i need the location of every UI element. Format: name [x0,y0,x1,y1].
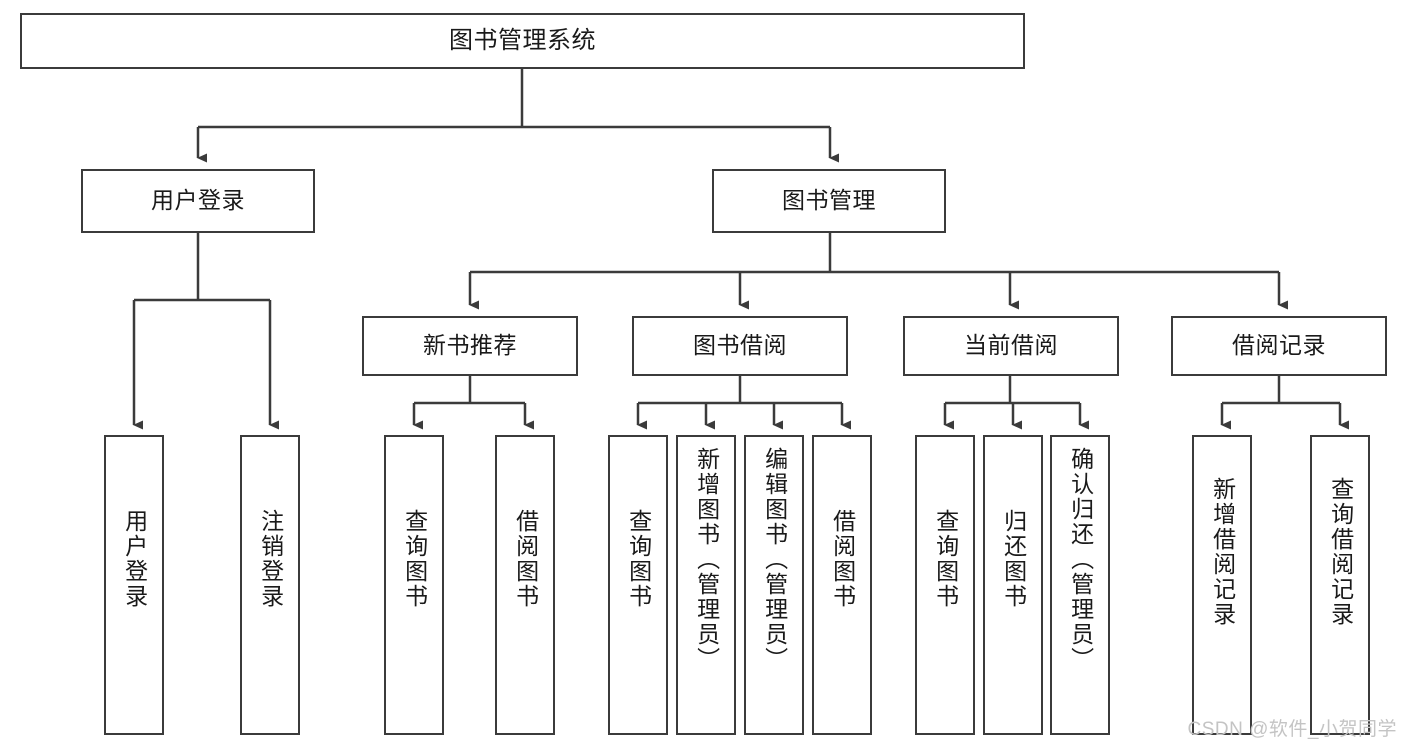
node-label: 当前借阅 [964,332,1058,359]
node-new-book-recommend[interactable]: 新书推荐 [362,316,578,376]
node-label: 图书管理系统 [449,26,596,54]
node-label: 图书借阅 [693,332,787,359]
node-label: 注销登录 [257,509,284,609]
node-label: 借阅图书 [829,509,856,609]
node-label: 借阅记录 [1232,332,1326,359]
node-book-management[interactable]: 图书管理 [712,169,946,233]
leaf-recommend-borrow-book[interactable]: 借阅图书 [495,435,555,735]
leaf-user-logout[interactable]: 注销登录 [240,435,300,735]
leaf-current-query-book[interactable]: 查询图书 [915,435,975,735]
leaf-borrow-add-book[interactable]: 新增图书（管理员） [676,435,736,735]
node-label: 查询图书 [932,509,959,609]
leaf-recommend-query-book[interactable]: 查询图书 [384,435,444,735]
node-label: 新书推荐 [423,332,517,359]
csdn-watermark: CSDN @软件_小贺同学 [1187,719,1397,740]
node-current-borrow[interactable]: 当前借阅 [903,316,1119,376]
node-label: 查询图书 [625,509,652,609]
node-label: 用户登录 [151,187,245,214]
node-label: 归还图书 [1000,509,1027,609]
node-book-borrow[interactable]: 图书借阅 [632,316,848,376]
node-root-system[interactable]: 图书管理系统 [20,13,1025,69]
leaf-borrow-borrow-book[interactable]: 借阅图书 [812,435,872,735]
node-borrow-record[interactable]: 借阅记录 [1171,316,1387,376]
node-label: 编辑图书（管理员） [761,447,788,672]
node-label: 查询图书 [401,509,428,609]
leaf-current-confirm-return[interactable]: 确认归还（管理员） [1050,435,1110,735]
node-label: 新增图书（管理员） [693,447,720,672]
node-user-login[interactable]: 用户登录 [81,169,315,233]
node-label: 确认归还（管理员） [1067,447,1094,672]
leaf-borrow-query-book[interactable]: 查询图书 [608,435,668,735]
node-label: 查询借阅记录 [1327,477,1354,627]
node-label: 新增借阅记录 [1209,477,1236,627]
leaf-borrow-edit-book[interactable]: 编辑图书（管理员） [744,435,804,735]
node-label: 借阅图书 [512,509,539,609]
leaf-record-query-record[interactable]: 查询借阅记录 [1310,435,1370,735]
leaf-record-add-record[interactable]: 新增借阅记录 [1192,435,1252,735]
leaf-user-login[interactable]: 用户登录 [104,435,164,735]
node-label: 用户登录 [121,509,148,609]
leaf-current-return-book[interactable]: 归还图书 [983,435,1043,735]
node-label: 图书管理 [782,187,876,214]
